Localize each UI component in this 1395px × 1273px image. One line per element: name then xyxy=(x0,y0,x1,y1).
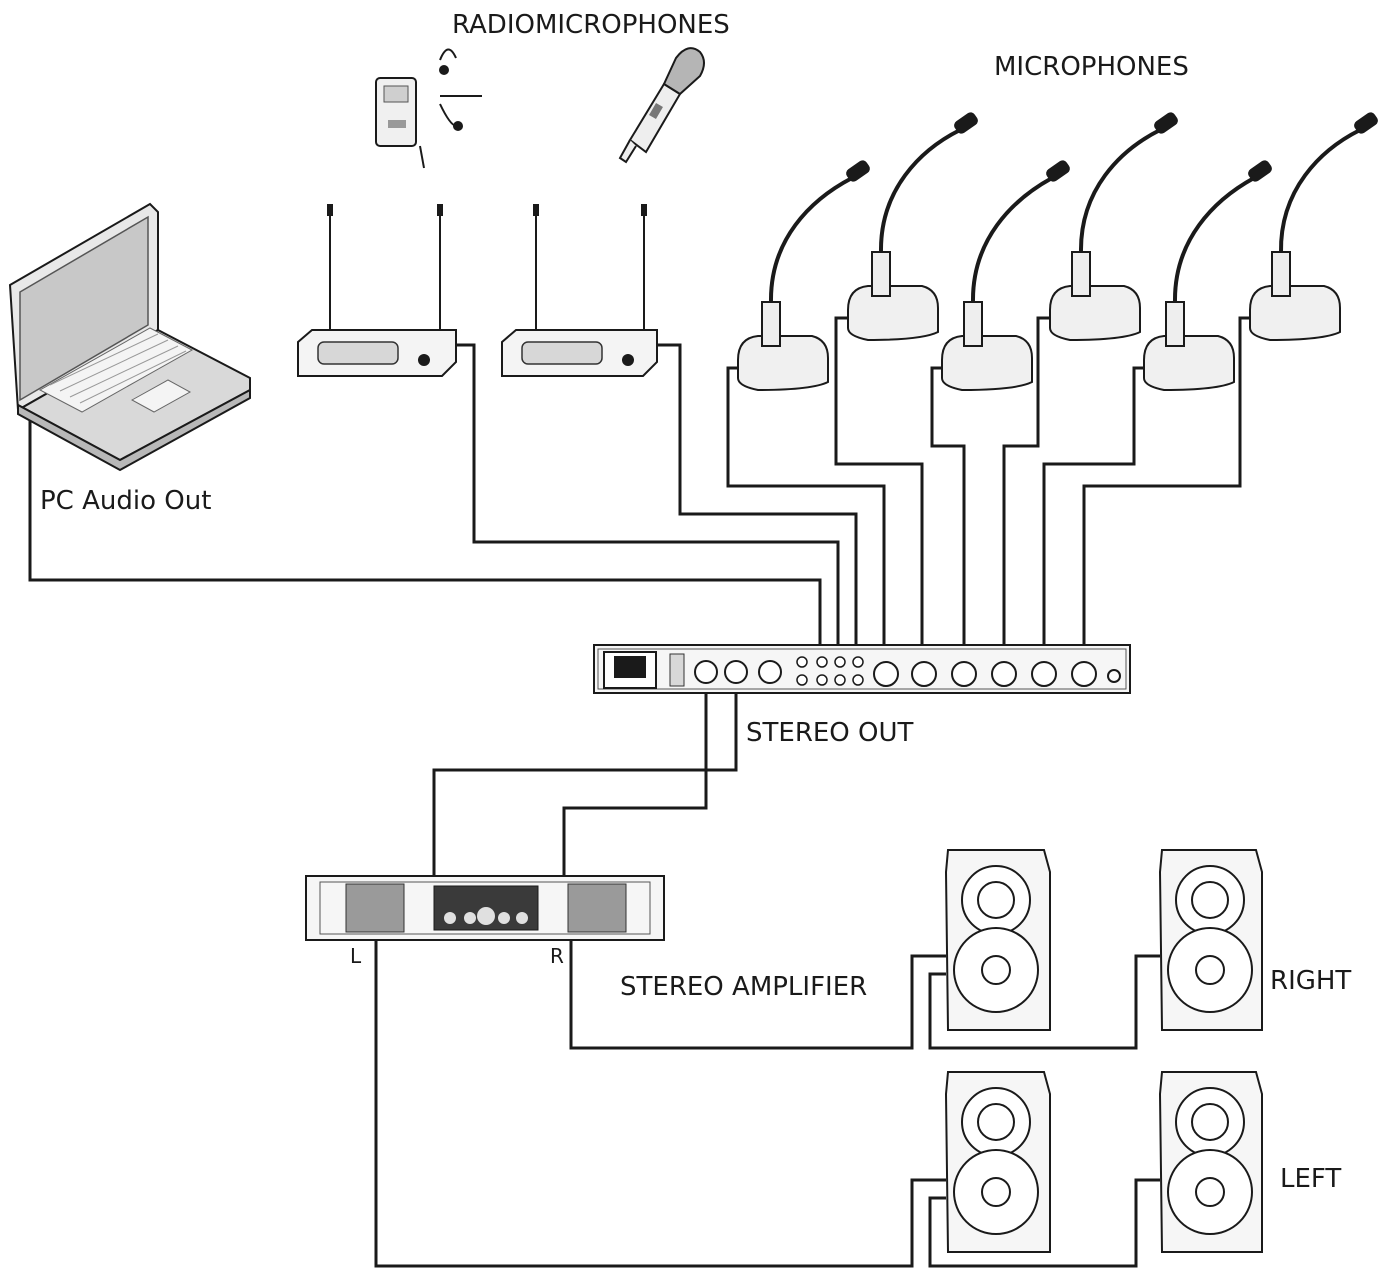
microphones-label: MICROPHONES xyxy=(994,52,1189,82)
amp-left-cable xyxy=(374,940,946,1268)
stereo-amplifier-unit xyxy=(305,875,665,941)
receiver-2-cable xyxy=(657,343,858,648)
mic-5-cable xyxy=(1042,366,1146,648)
gooseneck-microphone-1 xyxy=(737,160,870,392)
mic-1-cable xyxy=(726,366,886,648)
right-speakers-label: RIGHT xyxy=(1270,966,1352,996)
gooseneck-microphone-4 xyxy=(1049,112,1178,342)
left-link-cable xyxy=(928,1178,1160,1268)
gooseneck-microphone-3 xyxy=(941,160,1070,392)
mic-3-cable xyxy=(930,366,966,648)
mic-4-cable xyxy=(1002,316,1050,648)
left-speakers-label: LEFT xyxy=(1280,1164,1342,1194)
stereo-out-left-cable xyxy=(432,690,738,878)
gooseneck-microphone-2 xyxy=(847,112,978,342)
mic-2-cable xyxy=(834,316,924,648)
pc-audio-out-label: PC Audio Out xyxy=(40,486,212,516)
mic-6-cable xyxy=(1082,316,1252,648)
speaker-left-2 xyxy=(1158,1071,1263,1253)
amp-left-label: L xyxy=(350,944,362,968)
receiver-1-cable xyxy=(456,343,840,648)
gooseneck-microphone-6 xyxy=(1249,112,1378,342)
right-link-cable xyxy=(928,954,1160,1050)
cables xyxy=(28,316,1252,1268)
headset-microphone-icon xyxy=(439,48,482,131)
wireless-receiver-1 xyxy=(297,204,457,377)
pc-cable xyxy=(28,415,822,648)
radiomicrophones-label: RADIOMICROPHONES xyxy=(452,10,730,40)
mixer-rear-panel xyxy=(593,644,1131,694)
laptop-icon xyxy=(8,202,251,472)
amp-right-cable xyxy=(569,940,946,1050)
bodypack-transmitter-icon xyxy=(375,77,425,169)
stereo-out-label: STEREO OUT xyxy=(746,718,914,748)
handheld-microphone-icon xyxy=(618,47,705,164)
stereo-out-right-cable xyxy=(562,690,708,878)
stereo-amplifier-label: STEREO AMPLIFIER xyxy=(620,972,868,1002)
speaker-right-2 xyxy=(1158,849,1263,1031)
speaker-left-1 xyxy=(944,1071,1051,1253)
wireless-receiver-2 xyxy=(501,204,658,377)
gooseneck-microphone-5 xyxy=(1143,160,1272,392)
amp-right-label: R xyxy=(550,944,564,968)
speaker-right-1 xyxy=(944,849,1051,1031)
